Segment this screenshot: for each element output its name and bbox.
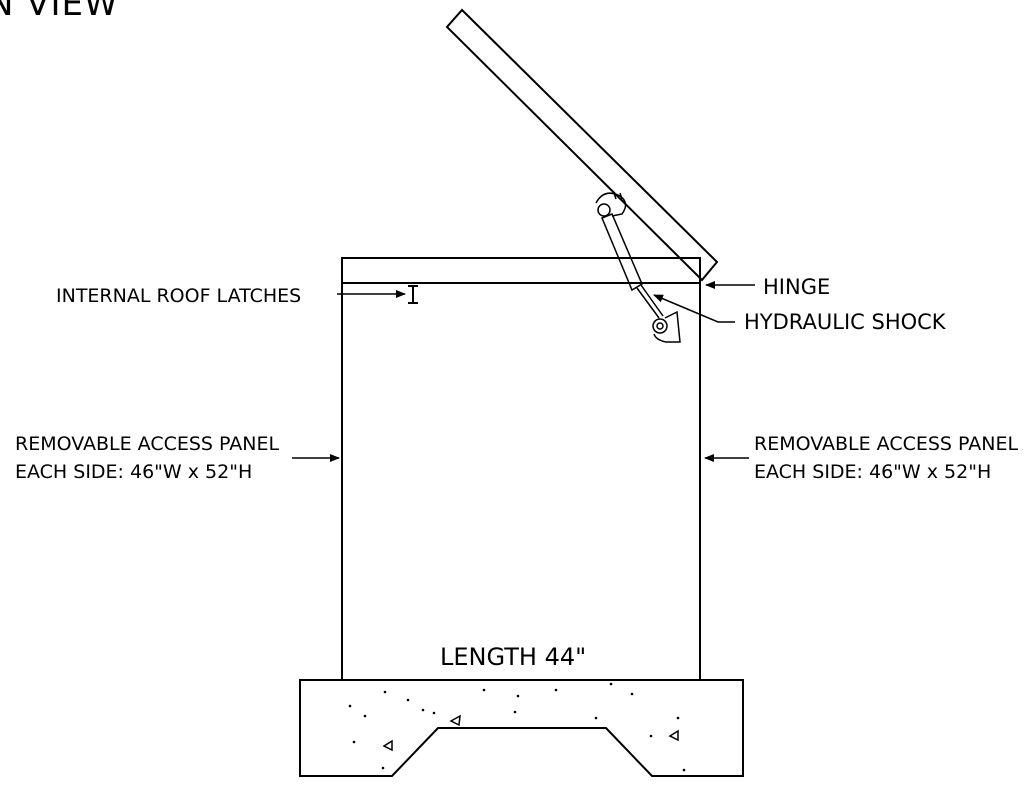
- cabinet-body: [341, 257, 701, 681]
- hinge-label: HINGE: [763, 275, 830, 299]
- hydraulic-shock-icon: [595, 192, 681, 343]
- roof-latch-icon: [408, 285, 418, 304]
- concrete-base: [299, 679, 744, 777]
- roof-latches-label: INTERNAL ROOF LATCHES: [56, 285, 301, 307]
- left-panel-label-line1: REMOVABLE ACCESS PANEL: [15, 433, 279, 455]
- right-panel-label-line1: REMOVABLE ACCESS PANEL: [754, 433, 1018, 455]
- length-label: LENGTH 44": [440, 643, 586, 671]
- right-panel-label-line2: EACH SIDE: 46"W x 52"H: [754, 461, 991, 483]
- left-panel-label-line2: EACH SIDE: 46"W x 52"H: [15, 461, 252, 483]
- hydraulic-shock-label: HYDRAULIC SHOCK: [744, 310, 947, 334]
- view-title: N VIEW: [0, 0, 119, 24]
- roof-lid: [445, 8, 719, 282]
- hydraulic-shock-leader: [653, 294, 735, 323]
- concrete-texture: [348, 682, 686, 772]
